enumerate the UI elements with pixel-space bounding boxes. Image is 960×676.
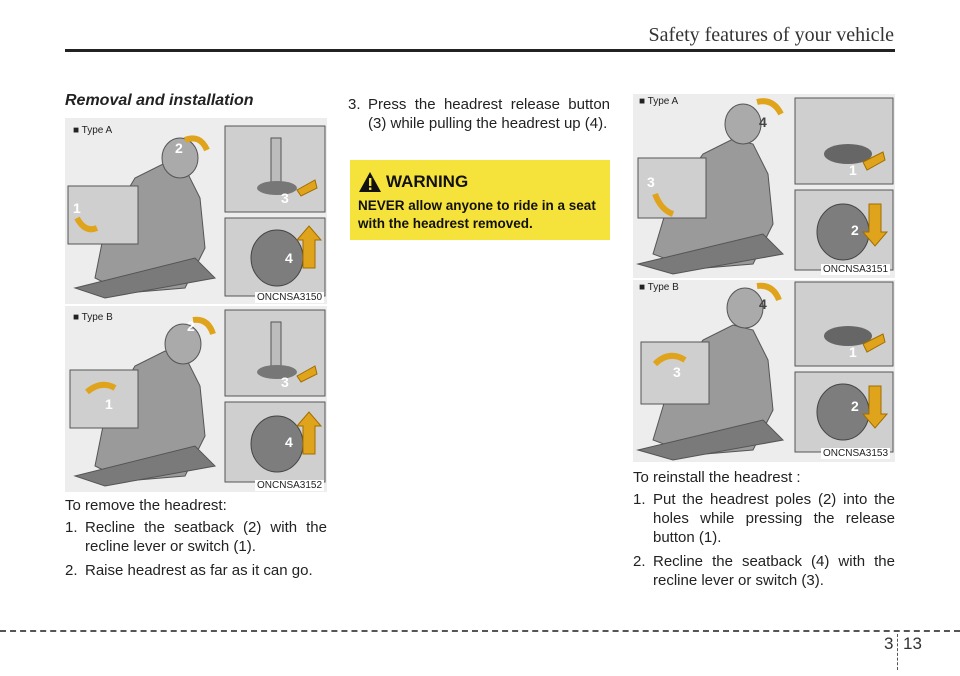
callout-2: 2 [851,398,859,414]
warning-box: WARNING NEVER allow anyone to ride in a … [350,160,610,240]
callout-1: 1 [849,344,857,360]
removal-steps: 1.Recline the seatback (2) with the recl… [65,518,327,585]
seat-illustration [636,281,894,461]
figure-code: ONCNSA3150 [255,292,325,303]
callout-1: 1 [105,396,113,412]
seat-illustration [636,97,894,275]
type-label: ■ Type B [639,282,679,293]
list-item: 2.Recline the seatback (4) with the recl… [633,553,895,589]
removal-intro: To remove the headrest: [65,497,227,514]
seat-illustration [67,125,326,299]
list-item: 1.Recline the seatback (2) with the recl… [65,519,327,555]
figure-right-type-b: ■ Type B ONCNSA3153 1 2 3 4 [633,280,895,462]
figure-code: ONCNSA3151 [821,264,891,275]
header-rule [65,49,895,52]
list-item: 3.Press the headrest release button (3) … [348,96,610,132]
callout-4: 4 [285,434,293,450]
removal-steps-continued: 3.Press the headrest release button (3) … [348,95,610,138]
figure-right-type-a: ■ Type A ONCNSA3151 1 2 3 4 [633,94,895,278]
figure-code: ONCNSA3153 [821,448,891,459]
footer-rule [0,630,960,632]
page-header-title: Safety features of your vehicle [648,24,894,46]
figure-code: ONCNSA3152 [255,480,325,491]
warning-triangle-icon [359,172,381,192]
figure-left-type-b: ■ Type B ONCNSA3152 1 2 3 4 [65,306,327,492]
callout-2: 2 [851,222,859,238]
type-label: ■ Type B [73,312,113,323]
callout-4: 4 [759,114,767,130]
type-label: ■ Type A [639,96,679,107]
seat-illustration [69,309,326,487]
callout-1: 1 [849,162,857,178]
page-number-divider [897,634,899,670]
warning-text: NEVER allow anyone to ride in a seat wit… [358,198,596,231]
callout-3: 3 [673,364,681,380]
callout-4: 4 [285,250,293,266]
list-item: 1.Put the headrest poles (2) into the ho… [633,491,895,546]
reinstall-steps: 1.Put the headrest poles (2) into the ho… [633,490,895,595]
page-number: 13 [903,634,922,653]
callout-3: 3 [281,374,289,390]
callout-3: 3 [281,190,289,206]
callout-3: 3 [647,174,655,190]
chapter-number: 3 [884,634,894,653]
callout-2: 2 [187,318,195,334]
figure-left-type-a: ■ Type A ONCNSA3150 1 2 3 4 [65,118,327,304]
callout-4: 4 [759,296,767,312]
type-label: ■ Type A [73,125,113,136]
reinstall-intro: To reinstall the headrest : [633,469,801,486]
callout-1: 1 [73,200,81,216]
warning-title: WARNING [386,172,469,191]
callout-2: 2 [175,140,183,156]
section-heading: Removal and installation [65,92,254,109]
list-item: 2.Raise headrest as far as it can go. [65,562,313,579]
